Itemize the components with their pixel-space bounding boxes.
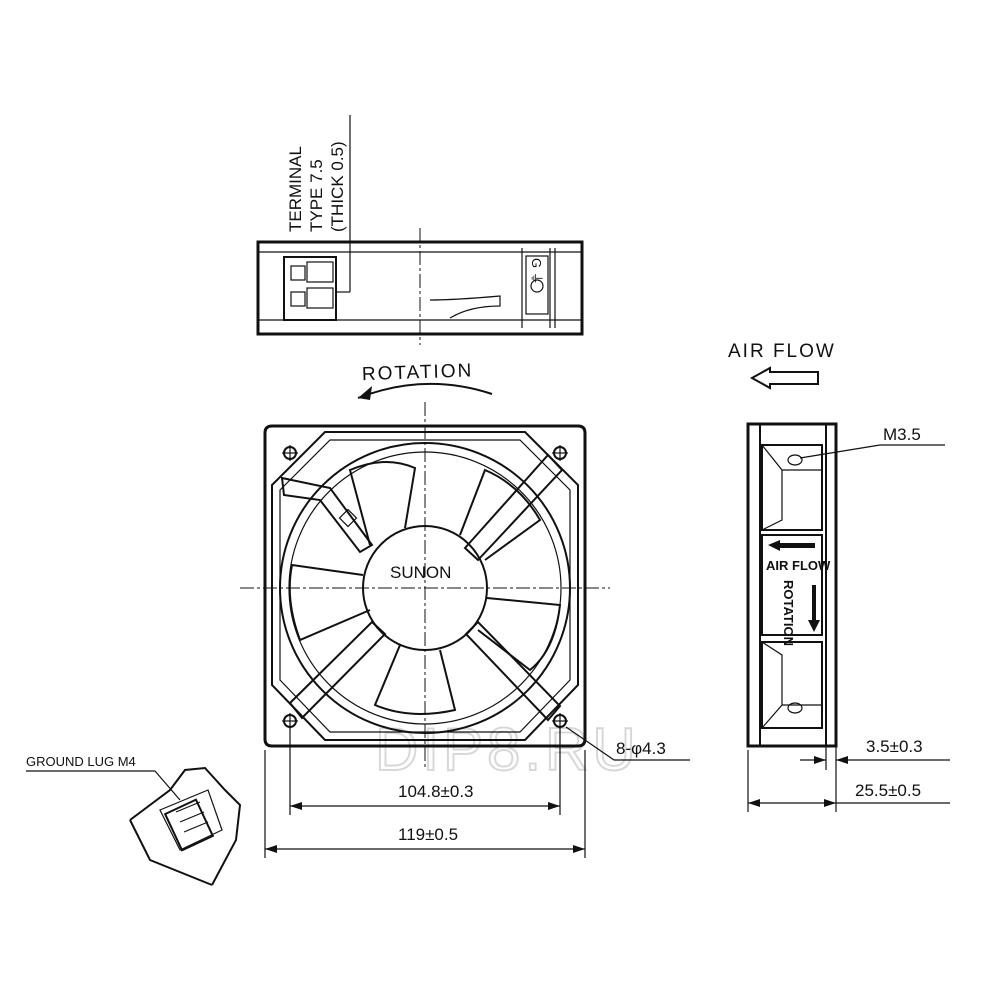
watermark: DIP8.RU	[375, 716, 640, 783]
ground-lug-detail: GROUND LUG M4	[26, 754, 242, 886]
side-airflow-label: AIR FLOW	[766, 558, 831, 573]
flange-dim: 3.5±0.3	[866, 737, 923, 756]
side-rotation-label: ROTATION	[781, 580, 796, 646]
ground-lug-label: GROUND LUG M4	[26, 754, 136, 769]
screw-label: M3.5	[883, 425, 921, 444]
frame-width-dim: 119±0.5	[398, 825, 458, 844]
side-view: AIR FLOW ROTATION M3.5	[746, 422, 945, 748]
depth-dim: 25.5±0.5	[855, 781, 921, 800]
terminal-line1: TERMINAL	[286, 146, 305, 232]
brand-label: SUNON	[390, 563, 451, 582]
front-view: SUNON	[240, 402, 610, 770]
rotation-indicator: ROTATION	[357, 360, 493, 400]
airflow-indicator: AIR FLOW	[728, 341, 836, 390]
terminal-line2: TYPE 7.5	[307, 159, 326, 232]
side-dimensions: 3.5±0.3 25.5±0.5	[747, 737, 950, 812]
holes-dim: 8-φ4.3	[616, 739, 666, 758]
front-dimensions: 104.8±0.3 119±0.5 8-φ4.3	[264, 726, 690, 858]
terminal-line3: (THICK 0.5)	[328, 141, 347, 232]
terminal-label: TERMINAL TYPE 7.5 (THICK 0.5)	[286, 141, 347, 232]
hole-pitch-dim: 104.8±0.3	[398, 782, 474, 801]
airflow-label: AIR FLOW	[728, 341, 836, 362]
top-view: G ⏚	[256, 115, 584, 345]
rotation-label: ROTATION	[362, 360, 474, 385]
top-view-marks: G ⏚	[529, 258, 544, 285]
